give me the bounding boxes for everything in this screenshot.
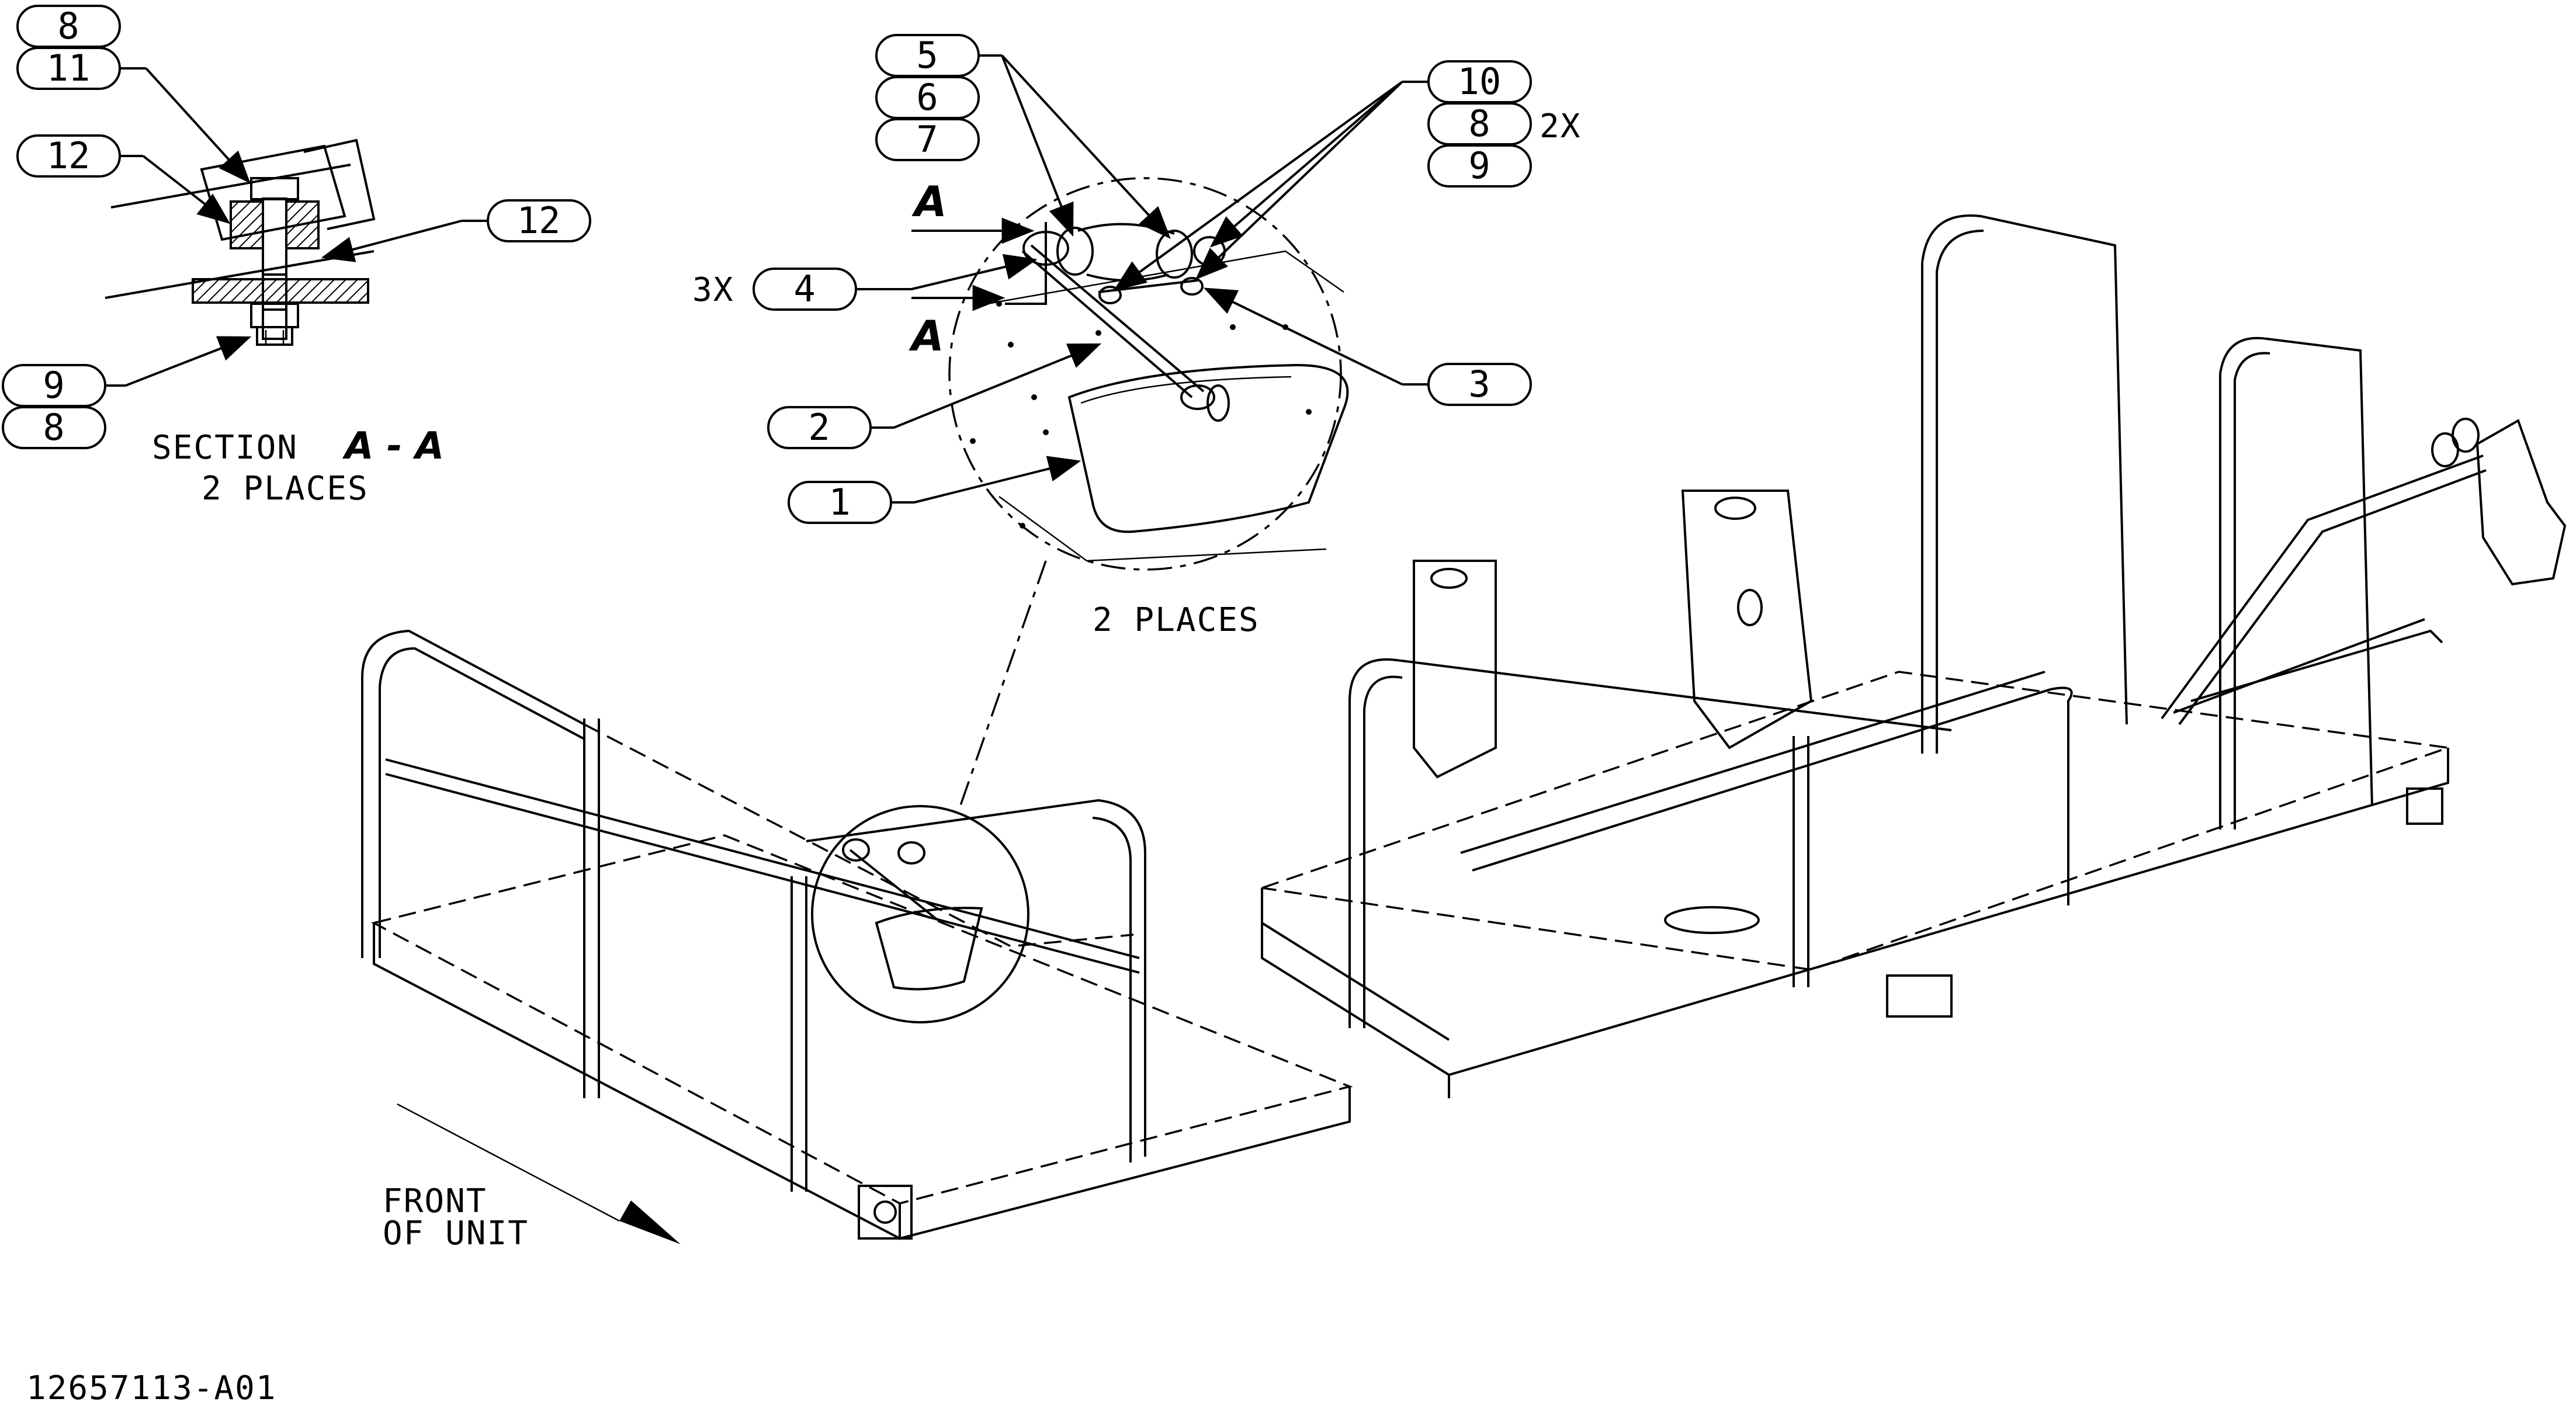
detail-view: [948, 177, 1349, 571]
section-title: SECTION: [152, 429, 298, 467]
balloon-8-top: 8: [16, 5, 121, 48]
svg-text:8: 8: [57, 5, 79, 47]
balloon-10: 10: [1427, 60, 1532, 103]
svg-text:8: 8: [43, 406, 64, 449]
section-designator: A - A: [342, 425, 444, 468]
svg-text:9: 9: [43, 364, 64, 407]
cut-letter-bottom: A: [909, 311, 944, 360]
balloon-4: 4: [753, 268, 857, 311]
multiplier-2x: 2X: [1540, 107, 1581, 145]
svg-text:11: 11: [47, 47, 91, 89]
balloon-3: 3: [1427, 363, 1532, 406]
balloon-1: 1: [788, 481, 892, 524]
svg-text:8: 8: [1468, 102, 1490, 145]
platform-front: [361, 629, 1353, 1240]
balloon-8-bottom: 8: [2, 406, 106, 449]
balloon-12-left: 12: [16, 134, 121, 178]
platform-rear: [1261, 214, 2567, 1098]
front-note-line2: OF UNIT: [383, 1214, 529, 1252]
svg-text:5: 5: [916, 34, 938, 77]
cut-letter-top: A: [911, 177, 947, 226]
section-a-a-view: [105, 138, 376, 346]
balloon-6: 6: [875, 76, 980, 119]
svg-text:10: 10: [1458, 60, 1502, 103]
svg-text:12: 12: [47, 134, 91, 177]
svg-text:1: 1: [828, 481, 850, 523]
svg-text:4: 4: [793, 268, 815, 310]
multiplier-3x: 3X: [692, 271, 734, 309]
section-places: 2 PLACES: [202, 470, 369, 508]
front-note-line1: FRONT: [383, 1182, 487, 1220]
svg-text:7: 7: [916, 118, 938, 161]
drawing-number: 12657113-A01: [26, 1369, 277, 1402]
svg-text:6: 6: [916, 76, 938, 119]
balloon-7: 7: [875, 118, 980, 161]
balloon-11: 11: [16, 47, 121, 90]
svg-text:3: 3: [1468, 363, 1490, 405]
balloon-8-mid: 8: [1427, 102, 1532, 145]
balloon-2: 2: [767, 406, 872, 449]
balloon-9-mid: 9: [1427, 144, 1532, 188]
detail-places: 2 PLACES: [1093, 601, 1260, 639]
svg-text:9: 9: [1468, 144, 1490, 187]
balloon-5: 5: [875, 34, 980, 77]
svg-text:2: 2: [808, 406, 830, 449]
svg-text:12: 12: [517, 199, 561, 242]
balloon-12-right: 12: [487, 199, 591, 242]
balloon-9-left: 9: [2, 364, 106, 407]
